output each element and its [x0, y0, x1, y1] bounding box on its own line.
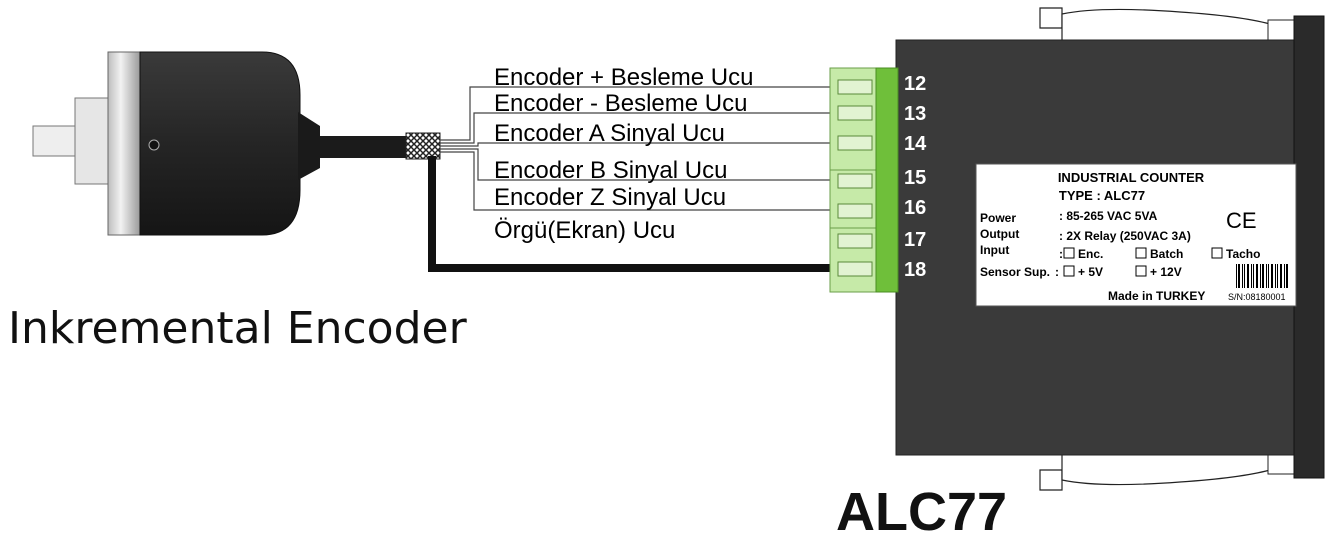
label-power-key: Power	[980, 211, 1016, 225]
checkbox-enc	[1063, 247, 1075, 259]
alc77-device: 12 13 14 15 16 17 18 INDUSTRIAL COUNTER …	[829, 7, 1325, 491]
terminal-strip	[875, 67, 899, 293]
encoder-screw	[148, 139, 160, 151]
label-input-sep: :	[1059, 247, 1063, 261]
encoder-body	[139, 51, 301, 236]
encoder-title: Inkremental Encoder	[8, 303, 468, 354]
label-sensor-key: Sensor Sup.	[980, 265, 1050, 279]
label-input-tacho: Tacho	[1226, 247, 1260, 261]
wire-label-enc-b: Encoder B Sinyal Ucu	[494, 157, 727, 184]
label-output-value: : 2X Relay (250VAC 3A)	[1059, 229, 1191, 243]
mount-clip-top-teeth	[1267, 19, 1295, 43]
wire-label-enc-z: Encoder Z Sinyal Ucu	[494, 184, 726, 211]
terminal-18: 18	[904, 259, 926, 281]
terminal-14: 14	[904, 133, 927, 155]
terminal-12: 12	[904, 73, 926, 95]
device-front-panel	[1293, 15, 1325, 479]
label-input-key: Input	[980, 243, 1009, 257]
label-output-key: Output	[980, 227, 1019, 241]
mount-clip-bottom-arm	[1061, 451, 1273, 486]
terminal-16: 16	[904, 197, 926, 219]
cable-shield-braid	[405, 132, 441, 160]
mount-clip-top	[1039, 7, 1063, 29]
signal-wires	[440, 86, 838, 211]
encoder-cable	[320, 136, 408, 158]
label-type: TYPE : ALC77	[1059, 188, 1145, 203]
label-made-in: Made in TURKEY	[1108, 289, 1205, 303]
checkbox-5v	[1063, 265, 1075, 277]
wire-label-enc-plus: Encoder + Besleme Ucu	[494, 64, 753, 91]
label-input-enc: Enc.	[1078, 247, 1103, 261]
encoder-device	[32, 51, 441, 236]
label-title: INDUSTRIAL COUNTER	[1058, 170, 1205, 185]
shield-wire	[428, 156, 838, 272]
encoder-shaft	[32, 125, 80, 157]
encoder-flange	[74, 97, 110, 185]
wire-label-enc-a: Encoder A Sinyal Ucu	[494, 120, 725, 147]
checkbox-batch	[1135, 247, 1147, 259]
ce-mark: CE	[1226, 208, 1257, 233]
label-sensor-5v: + 5V	[1078, 265, 1103, 279]
label-sensor-sep: :	[1055, 265, 1059, 279]
barcode	[1236, 264, 1288, 288]
wire-label-enc-minus: Encoder - Besleme Ucu	[494, 90, 747, 117]
checkbox-tacho	[1211, 247, 1223, 259]
label-sensor-12v: + 12V	[1150, 265, 1182, 279]
terminal-15: 15	[904, 167, 926, 189]
checkbox-12v	[1135, 265, 1147, 277]
label-power-value: : 85-265 VAC 5VA	[1059, 209, 1158, 223]
terminal-13: 13	[904, 103, 926, 125]
label-serial: S/N:08180001	[1228, 292, 1286, 302]
encoder-ring	[107, 51, 141, 236]
terminal-slots	[837, 79, 873, 277]
device-model-title: ALC77	[836, 482, 1007, 539]
mount-clip-top-arm	[1061, 8, 1273, 43]
label-input-batch: Batch	[1150, 247, 1183, 261]
wire-label-shield: Örgü(Ekran) Ucu	[494, 217, 675, 244]
product-label: INDUSTRIAL COUNTER TYPE : ALC77 Power : …	[975, 163, 1297, 307]
cable-gland	[298, 112, 320, 180]
mount-clip-bottom	[1039, 469, 1063, 491]
terminal-17: 17	[904, 229, 926, 251]
